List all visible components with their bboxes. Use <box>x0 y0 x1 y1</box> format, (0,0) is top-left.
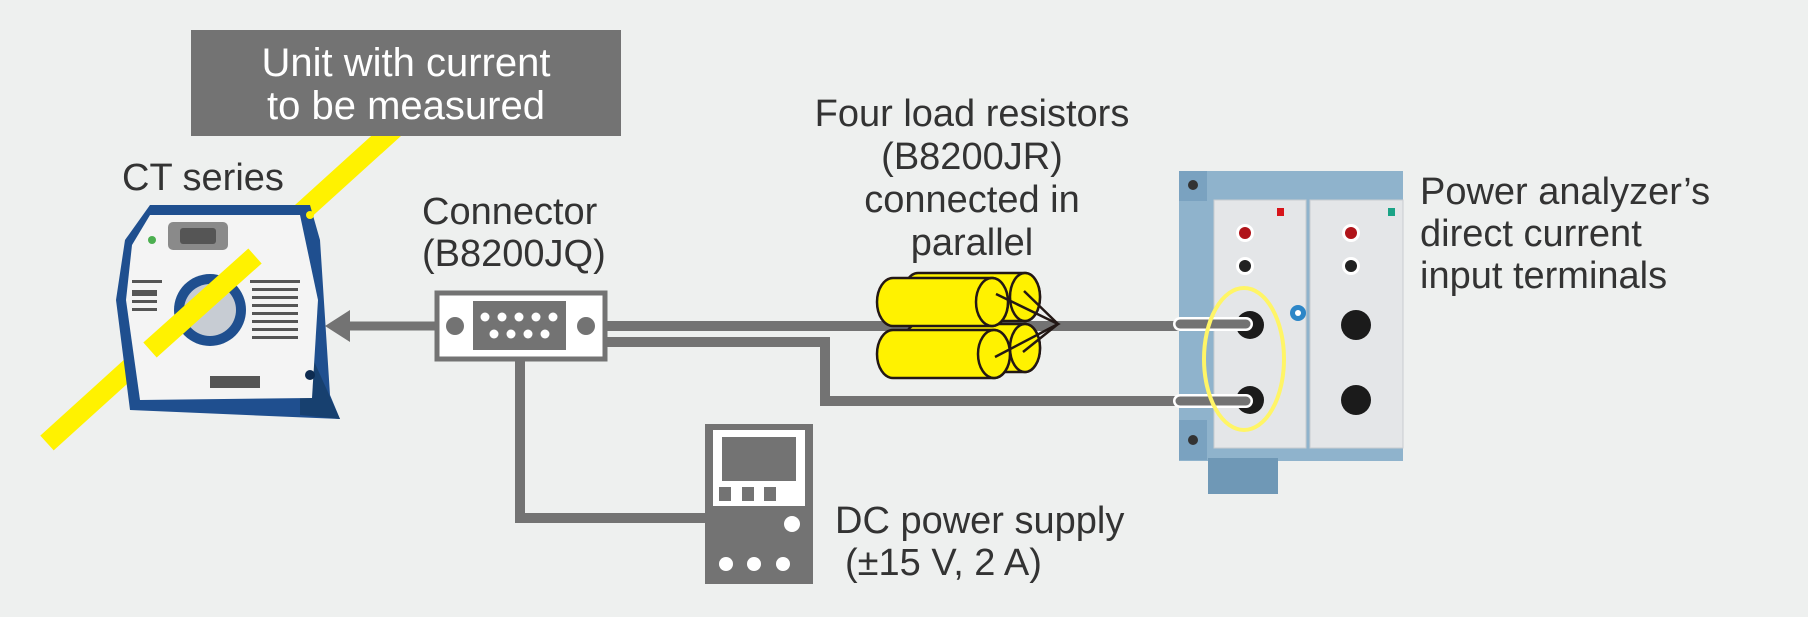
resistors-label-line-1: Four load resistors <box>815 93 1130 135</box>
connector-label-line-2: (B8200JQ) <box>422 233 606 275</box>
power-supply-label-line-1: DC power supply <box>835 500 1124 542</box>
ct-sensor-icon <box>116 205 340 419</box>
unit-label-line-2: to be measured <box>267 84 545 128</box>
analyzer-label-line-1: Power analyzer’s <box>1420 171 1710 213</box>
terminal-highlight-ellipse <box>1202 286 1286 432</box>
ct-series-label: CT series <box>122 157 284 199</box>
unit-label-box: Unit with current to be measured <box>191 30 621 136</box>
power-supply-icon <box>705 424 813 584</box>
conductor-through-sensor <box>143 248 262 358</box>
resistors-label-line-3: connected in <box>864 179 1080 221</box>
analyzer-label-line-3: input terminals <box>1420 255 1667 297</box>
wire-supply <box>515 361 705 523</box>
power-analyzer-icon <box>1179 171 1404 494</box>
connector-label-line-1: Connector <box>422 191 598 233</box>
resistors-icon <box>875 271 1061 380</box>
connector-icon <box>434 290 608 362</box>
analyzer-label-line-2: direct current <box>1420 213 1642 255</box>
resistors-label-line-2: (B8200JR) <box>881 136 1063 178</box>
power-supply-label-line-2: (±15 V, 2 A) <box>845 542 1042 584</box>
resistors-label-line-4: parallel <box>911 222 1034 264</box>
arrow-left-icon <box>325 310 437 342</box>
wire-lower <box>605 337 1245 406</box>
unit-label-line-1: Unit with current <box>262 41 551 85</box>
